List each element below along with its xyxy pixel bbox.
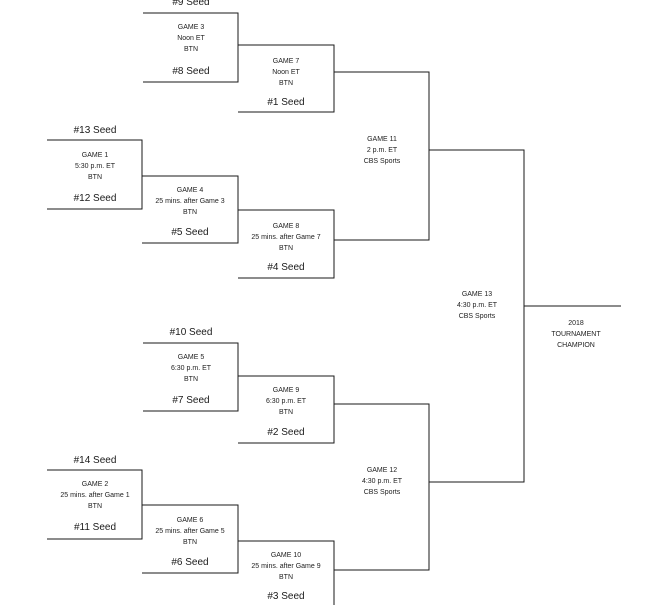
game-11-time: 2 p.m. ET (366, 147, 398, 154)
seed-label-7: #7 Seed (172, 395, 210, 406)
seed-label-8: #8 Seed (172, 66, 210, 77)
seed-label-11: #11 Seed (73, 522, 117, 533)
game-3-network: BTN (184, 46, 198, 53)
game-4-title: GAME 4 (176, 187, 204, 194)
bracket-line-game-1 (47, 139, 143, 210)
seed-label-13: #13 Seed (73, 125, 117, 136)
game-9-info: GAME 9 6:30 p.m. ET BTN (238, 385, 334, 418)
game-1-info: GAME 1 5:30 p.m. ET BTN (47, 150, 143, 183)
game-6-title: GAME 6 (176, 517, 204, 524)
game-6-network: BTN (183, 539, 197, 546)
game-13-info: GAME 13 4:30 p.m. ET CBS Sports (429, 289, 525, 322)
game-11-title: GAME 11 (367, 136, 397, 143)
game-13-time: 4:30 p.m. ET (456, 302, 498, 309)
bracket-line-game-9 (238, 375, 335, 444)
seed-label-4: #4 Seed (267, 262, 305, 273)
bracket-line-game-12 (334, 403, 430, 571)
game-7-title: GAME 7 (272, 58, 300, 65)
game-3-info: GAME 3 Noon ET BTN (143, 22, 239, 55)
game-9-title: GAME 9 (272, 387, 300, 394)
game-3-time: Noon ET (177, 35, 205, 42)
game-10-info: GAME 10 25 mins. after Game 9 BTN (238, 550, 334, 583)
game-8-time: 25 mins. after Game 7 (251, 234, 321, 241)
champion-line-tournament: TOURNAMENT (551, 331, 601, 338)
game-10-network: BTN (279, 574, 293, 581)
seed-label-1: #1 Seed (267, 97, 305, 108)
seed-label-14: #14 Seed (73, 455, 117, 466)
game-2-info: GAME 2 25 mins. after Game 1 BTN (47, 479, 143, 512)
seed-label-2: #2 Seed (267, 427, 305, 438)
game-7-network: BTN (279, 80, 293, 87)
champion-year: 2018 (568, 320, 584, 327)
game-11-info: GAME 11 2 p.m. ET CBS Sports (334, 134, 430, 167)
game-7-time: Noon ET (272, 69, 300, 76)
seed-label-6: #6 Seed (171, 557, 209, 568)
game-8-network: BTN (279, 245, 293, 252)
game-13-title: GAME 13 (461, 291, 493, 298)
game-2-title: GAME 2 (81, 481, 109, 488)
bracket-line-game-13 (429, 149, 525, 483)
seed-label-5: #5 Seed (171, 227, 209, 238)
game-4-network: BTN (183, 209, 197, 216)
game-6-info: GAME 6 25 mins. after Game 5 BTN (142, 515, 238, 548)
bracket-line-game-10 (238, 540, 335, 605)
game-8-title: GAME 8 (272, 223, 300, 230)
seed-label-12: #12 Seed (73, 193, 117, 204)
game-5-info: GAME 5 6:30 p.m. ET BTN (143, 352, 239, 385)
game-4-info: GAME 4 25 mins. after Game 3 BTN (142, 185, 238, 218)
game-1-network: BTN (88, 174, 102, 181)
game-12-time: 4:30 p.m. ET (361, 478, 403, 485)
game-9-network: BTN (279, 409, 293, 416)
seed-label-10: #10 Seed (169, 327, 213, 338)
game-1-title: GAME 1 (81, 152, 109, 159)
seed-label-3: #3 Seed (267, 591, 305, 602)
game-4-time: 25 mins. after Game 3 (155, 198, 225, 205)
seed-label-9: #9 Seed (172, 0, 210, 8)
bracket-line-game-5 (143, 342, 239, 412)
bracket-line-game-11 (334, 71, 430, 241)
bracket-line-game-7 (238, 44, 335, 113)
bracket-line-game-3 (143, 12, 239, 83)
game-5-title: GAME 5 (177, 354, 205, 361)
bracket-line-game-8 (238, 209, 335, 279)
game-3-title: GAME 3 (177, 24, 205, 31)
game-5-time: 6:30 p.m. ET (170, 365, 212, 372)
game-12-info: GAME 12 4:30 p.m. ET CBS Sports (334, 465, 430, 498)
game-10-title: GAME 10 (270, 552, 302, 559)
game-12-network: CBS Sports (363, 489, 401, 496)
bracket-line-game-6 (142, 504, 239, 574)
game-9-time: 6:30 p.m. ET (265, 398, 307, 405)
game-2-network: BTN (88, 503, 102, 510)
champion-label: 2018 TOURNAMENT CHAMPION (530, 318, 622, 351)
game-6-time: 25 mins. after Game 5 (155, 528, 225, 535)
game-12-title: GAME 12 (366, 467, 398, 474)
champion-line-champion: CHAMPION (557, 342, 595, 349)
game-8-info: GAME 8 25 mins. after Game 7 BTN (238, 221, 334, 254)
game-7-info: GAME 7 Noon ET BTN (238, 56, 334, 89)
game-10-time: 25 mins. after Game 9 (251, 563, 321, 570)
game-1-time: 5:30 p.m. ET (74, 163, 116, 170)
game-5-network: BTN (184, 376, 198, 383)
game-11-network: CBS Sports (363, 158, 401, 165)
game-2-time: 25 mins. after Game 1 (60, 492, 130, 499)
game-13-network: CBS Sports (458, 313, 496, 320)
